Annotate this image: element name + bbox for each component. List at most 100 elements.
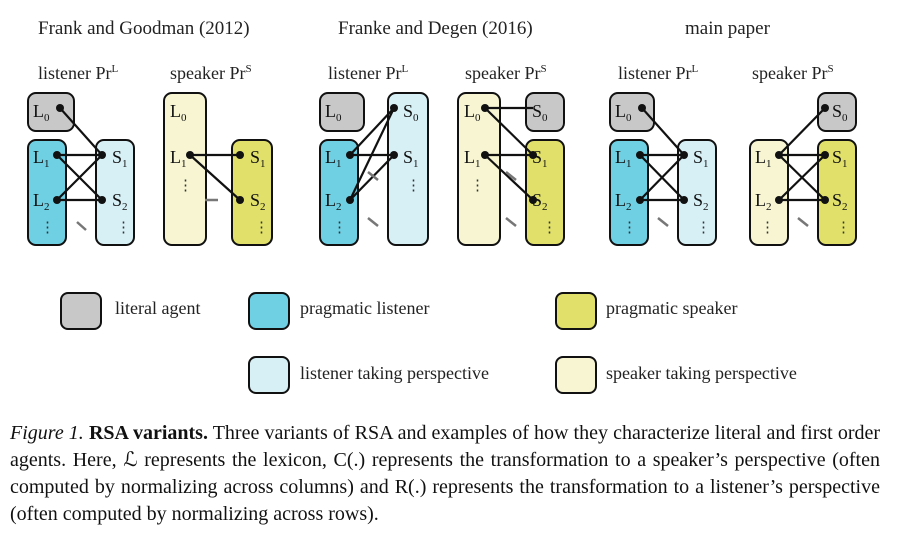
p1-edge-l2-s1 (56, 154, 103, 201)
legend-swatch-literal (60, 292, 102, 330)
speaker-label-1: speaker PrS (170, 63, 252, 83)
p2-node-dot-6 (529, 151, 537, 159)
p1-label-s1: S1 (112, 147, 128, 170)
p2-label-sp-l0: L0 (464, 101, 481, 124)
p1-edge-l0-s1 (59, 107, 103, 156)
legend-label-speaker-perspective: speaker taking perspective (606, 363, 797, 383)
p1-node-dot-5 (186, 151, 194, 159)
p3-node-dot-7 (821, 104, 829, 112)
p3-node-dot-9 (821, 196, 829, 204)
p1-label-s2: S2 (112, 190, 128, 213)
p2-dots-3: ⋮ (470, 178, 485, 194)
legend-label-listener-perspective: listener taking perspective (300, 363, 489, 383)
p2-label-sp-l1: L1 (464, 147, 481, 170)
p2-node-dot-0 (346, 151, 354, 159)
p1-dots-4: ⋮ (254, 220, 269, 236)
p3-node-dot-5 (775, 151, 783, 159)
p3-edge-sp-l2-s1 (778, 154, 826, 201)
p2-edge-l2-s1 (349, 154, 395, 201)
legend-swatch-listener-perspective (248, 356, 290, 394)
caption-body: Three variants of RSA and examples of ho… (10, 422, 881, 525)
p2-dots-4: ⋮ (542, 220, 557, 236)
p3-dots-4: ⋮ (836, 220, 851, 236)
p3-node-dot-4 (680, 196, 688, 204)
p3-node-dot-3 (680, 151, 688, 159)
p3-dots-1: ⋮ (622, 220, 637, 236)
p2-edge-l2-s0 (349, 107, 395, 201)
p2-label-l2: L2 (325, 190, 342, 213)
panel-title-franke-degen: Franke and Degen (2016) (338, 18, 533, 39)
p1-node-dot-1 (53, 151, 61, 159)
p3-node-dot-2 (636, 196, 644, 204)
p2-label-l1: L1 (325, 147, 342, 170)
p3-edge-sp-l1-s0 (778, 107, 826, 156)
p2-node-dot-5 (481, 151, 489, 159)
p3-label-sp-s2: S2 (832, 190, 848, 213)
speaker-label-3: speaker PrS (752, 63, 834, 83)
p1-label-sp-l0: L0 (170, 101, 187, 124)
p2-label-sp-s0: S0 (532, 101, 548, 124)
p1-label-sp-s2: S2 (250, 190, 266, 213)
p3-label-l1: L1 (615, 147, 632, 170)
p3-node-dot-6 (775, 196, 783, 204)
p1-dots-1: ⋮ (40, 220, 55, 236)
legend-swatch-pragmatic-listener (248, 292, 290, 330)
p2-l0-box (319, 92, 365, 132)
legend-label-literal: literal agent (115, 298, 201, 318)
p2-faint-1 (367, 171, 379, 181)
p2-faint-3 (505, 171, 517, 181)
p3-label-l0: L0 (615, 101, 632, 124)
listener-label-3: listener PrL (618, 63, 699, 83)
panel-title-frank-goodman: Frank and Goodman (2012) (38, 18, 250, 39)
p3-node-dot-8 (821, 151, 829, 159)
p3-edge-l2-s1 (639, 154, 685, 201)
p1-label-sp-s1: S1 (250, 147, 266, 170)
p2-label-sp-s2: S2 (532, 190, 548, 213)
p2-label-s1: S1 (403, 147, 419, 170)
legend-label-pragmatic-listener: pragmatic listener (300, 298, 430, 318)
speaker-label-2: speaker PrS (465, 63, 547, 83)
p2-label-l0: L0 (325, 101, 342, 124)
p1-label-l0: L0 (33, 101, 50, 124)
p2-dots-2: ⋮ (406, 178, 421, 194)
p1-node-dot-0 (56, 104, 64, 112)
p3-faint-2 (797, 217, 809, 227)
p3-dots-2: ⋮ (696, 220, 711, 236)
p2-listener-persp-box (387, 92, 429, 246)
p3-faint-1 (657, 217, 669, 227)
p1-node-dot-4 (98, 196, 106, 204)
p2-edge-sp-l1-s2 (484, 154, 534, 201)
caption-title: RSA variants. (88, 422, 208, 444)
legend-swatch-pragmatic-speaker (555, 292, 597, 330)
listener-label-1: listener PrL (38, 63, 119, 83)
listener-label-2: listener PrL (328, 63, 409, 83)
p1-dots-3: ⋮ (178, 178, 193, 194)
panel-title-main-paper: main paper (685, 18, 770, 39)
legend-swatch-speaker-perspective (555, 356, 597, 394)
p3-s0-box (817, 92, 857, 132)
legend-label-pragmatic-speaker: pragmatic speaker (606, 298, 738, 318)
figure-caption: Figure 1. RSA variants. Three variants o… (10, 420, 880, 528)
p3-label-s1: S1 (693, 147, 709, 170)
p2-node-dot-2 (390, 104, 398, 112)
p2-s0-box (525, 92, 565, 132)
p3-node-dot-0 (638, 104, 646, 112)
p2-node-dot-3 (390, 151, 398, 159)
p1-label-l2: L2 (33, 190, 50, 213)
p2-label-sp-s1: S1 (532, 147, 548, 170)
p3-label-sp-l2: L2 (755, 190, 772, 213)
p2-node-dot-1 (346, 196, 354, 204)
p2-node-dot-4 (481, 104, 489, 112)
p1-dots-2: ⋮ (116, 220, 131, 236)
p1-label-l1: L1 (33, 147, 50, 170)
p3-label-s2: S2 (693, 190, 709, 213)
p3-node-dot-1 (636, 151, 644, 159)
p1-node-dot-6 (236, 151, 244, 159)
p2-label-s0: S0 (403, 101, 419, 124)
p3-edge-l0-s1 (641, 107, 685, 156)
p3-label-sp-l1: L1 (755, 147, 772, 170)
p1-faint-1 (76, 221, 87, 231)
p3-label-l2: L2 (615, 190, 632, 213)
p1-l0-box (27, 92, 75, 132)
